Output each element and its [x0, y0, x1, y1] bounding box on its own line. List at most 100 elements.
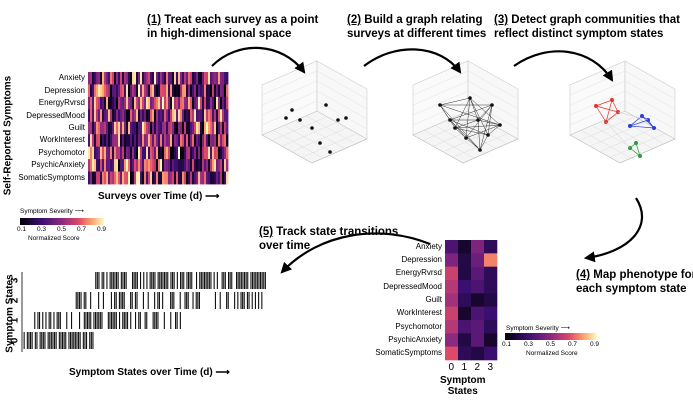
phenotype-cell	[445, 333, 459, 347]
heatmap1-cell	[130, 96, 133, 110]
heatmap1-cell	[132, 171, 135, 185]
heatmap1-cell	[106, 72, 109, 85]
heatmap1-cell	[184, 134, 187, 148]
heatmap1-cell	[174, 84, 177, 98]
graph-edge	[487, 124, 501, 136]
heatmap1-cell	[178, 84, 181, 98]
phenotype-symptom-label: Psychomotor	[395, 321, 442, 331]
heatmap1-cell	[130, 146, 133, 160]
heatmap1-cell	[164, 121, 167, 135]
heatmap1-cell	[148, 146, 151, 160]
state-visit-tick	[171, 292, 173, 309]
heatmap1-symptom-label: SomaticSymptoms	[18, 172, 85, 182]
heatmap1-cell	[148, 121, 151, 135]
state-visit-tick	[63, 332, 65, 349]
step-4-text: Map phenotype for	[590, 269, 693, 281]
state-visit-tick	[92, 332, 94, 349]
phenotype-cell	[484, 253, 498, 267]
state-visit-tick	[103, 272, 105, 289]
heatmap1-cell	[206, 72, 209, 85]
heatmap1-cell	[162, 109, 165, 123]
heatmap1-cell	[180, 159, 183, 172]
state-visit-tick	[112, 312, 114, 329]
heatmap1-cell	[128, 134, 131, 148]
heatmap1-cell	[200, 134, 203, 148]
state-visit-tick	[79, 312, 81, 329]
state-visit-tick	[37, 312, 39, 329]
community-edge	[629, 119, 649, 127]
colorbar1	[20, 218, 104, 225]
state-visit-tick	[263, 272, 265, 289]
state-visit-tick	[101, 272, 103, 289]
phenotype-xlabel-1: Symptom	[440, 375, 486, 386]
state-visit-tick	[151, 272, 153, 289]
state-visit-tick	[122, 312, 124, 329]
heatmap1-cell	[92, 96, 95, 110]
heatmap1-cell	[204, 96, 207, 110]
survey-point	[298, 118, 302, 122]
state-visit-tick	[49, 332, 51, 349]
heatmap1-cell	[126, 159, 129, 172]
heatmap1-cell	[218, 109, 221, 123]
heatmap1-cell	[160, 84, 163, 98]
step-4-number: (4)	[576, 269, 591, 281]
state-visit-tick	[164, 272, 166, 289]
state-visit-tick	[85, 312, 87, 329]
state-visit-tick	[114, 272, 116, 289]
state-visit-tick	[192, 292, 194, 309]
heatmap1-cell	[178, 171, 181, 185]
heatmap1-cell	[110, 72, 113, 85]
heatmap1-cell	[170, 134, 173, 148]
state-visit-tick	[131, 292, 133, 309]
heatmap1-cell	[208, 96, 211, 110]
state-visit-tick	[127, 312, 129, 329]
heatmap1-cell	[166, 146, 169, 160]
state-visit-tick	[160, 272, 162, 289]
state-visit-tick	[135, 312, 137, 329]
heatmap1-cell	[188, 146, 191, 160]
heatmap1-cell	[202, 134, 205, 148]
heatmap1-cell	[136, 109, 139, 123]
state-visit-tick	[68, 332, 70, 349]
heatmap1-cell	[132, 146, 135, 160]
heatmap1-cell	[154, 96, 157, 110]
heatmap1-cell	[158, 72, 161, 85]
heatmap1-cell	[198, 146, 201, 160]
state-visit-tick	[140, 272, 142, 289]
heatmap1-cell	[202, 146, 205, 160]
state-visit-tick	[159, 272, 161, 289]
heatmap1-cell	[168, 72, 171, 85]
state-visit-tick	[237, 292, 239, 309]
heatmap1-symptom-label: WorkInterest	[39, 135, 85, 145]
state-visit-tick	[261, 272, 263, 289]
heatmap1-cell	[216, 146, 219, 160]
heatmap1-cell	[102, 96, 105, 110]
heatmap1-cell	[114, 109, 117, 123]
state-visit-tick	[157, 312, 159, 329]
state-visit-tick	[231, 272, 233, 289]
heatmap1-cell	[104, 171, 107, 185]
heatmap1-cell	[206, 134, 209, 148]
heatmap1-cell	[190, 96, 193, 110]
phenotype-xlabel: Symptom States	[440, 375, 486, 397]
heatmap1-cell	[198, 72, 201, 85]
state-visit-tick	[134, 292, 136, 309]
heatmap1-cell	[88, 121, 91, 135]
heatmap1-cell	[150, 134, 153, 148]
phenotype-cell	[471, 306, 485, 321]
graph-edge	[465, 97, 471, 139]
heatmap1-cell	[192, 96, 195, 110]
state-visit-tick	[34, 312, 36, 329]
heatmap1-cell	[160, 109, 163, 123]
states-xlabel: Symptom States over Time (d) ⟶	[69, 367, 230, 378]
heatmap1-cell	[116, 96, 119, 110]
heatmap1-cell	[220, 96, 223, 110]
state-visit-tick	[173, 292, 175, 309]
heatmap1-cell	[150, 159, 153, 172]
heatmap1-cell	[186, 134, 189, 148]
heatmap1-cell	[212, 171, 215, 185]
heatmap1-cell	[92, 121, 95, 135]
graph-edge	[469, 97, 501, 126]
heatmap1-cell	[210, 72, 213, 85]
heatmap1-cell	[122, 171, 125, 185]
